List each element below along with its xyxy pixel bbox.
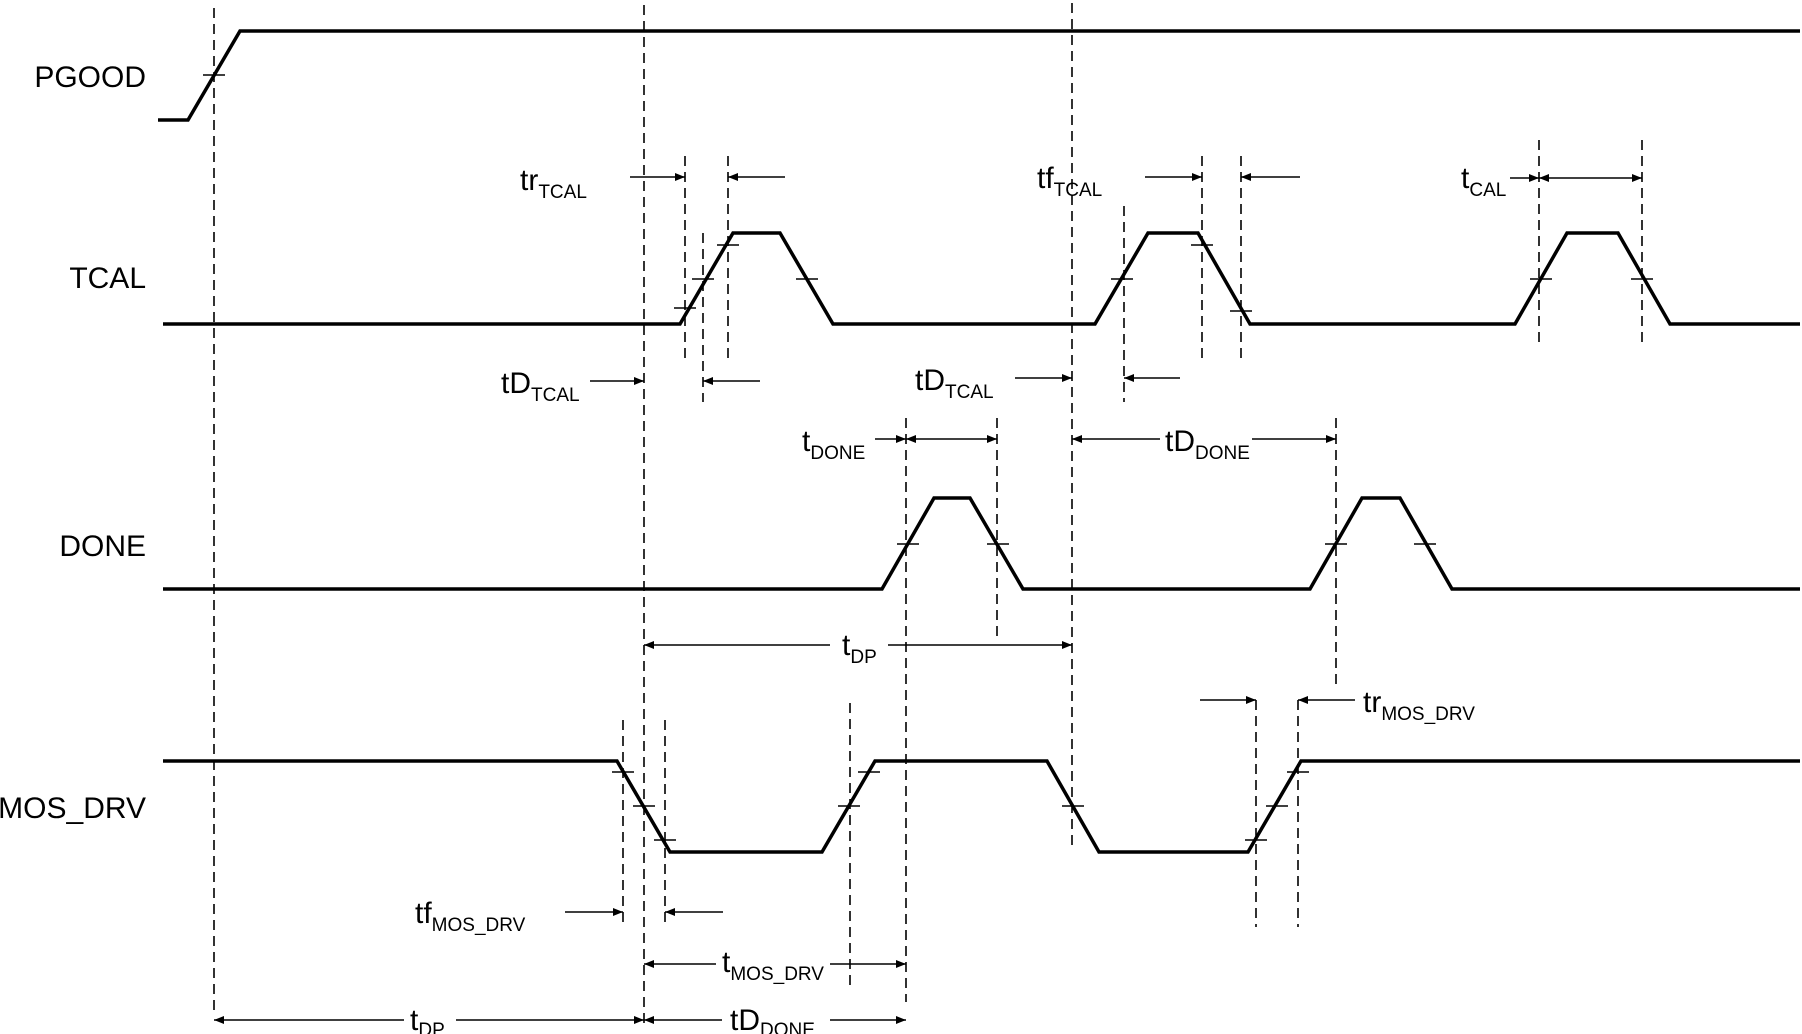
t-done-label: tDONE — [802, 425, 865, 464]
t-dp-label-bottom: tDP — [410, 1004, 445, 1034]
done-label: DONE — [59, 530, 146, 563]
dimension-arrows — [214, 173, 1642, 1024]
tcal-waveform — [163, 231, 1800, 326]
tcal-label: TCAL — [69, 262, 146, 295]
tr-tcal-label: trTCAL — [520, 164, 587, 203]
t-cal-label: tCAL — [1461, 162, 1506, 201]
guide-lines — [213, 3, 1643, 1025]
t-mos-drv-label: tMOS_DRV — [722, 946, 824, 985]
tr-mos-drv-label: trMOS_DRV — [1363, 686, 1475, 725]
td-done-label-upper: tDDONE — [1165, 425, 1250, 464]
pgood-waveform — [158, 29, 1800, 122]
tf-mos-drv-label: tfMOS_DRV — [415, 897, 526, 936]
tf-tcal-label: tfTCAL — [1037, 162, 1102, 201]
mos-drv-label: MOS_DRV — [0, 792, 146, 825]
td-tcal-label-2: tDTCAL — [915, 364, 994, 403]
td-tcal-label-1: tDTCAL — [501, 367, 580, 406]
done-waveform — [163, 496, 1800, 591]
t-dp-label-middle: tDP — [842, 629, 877, 668]
pgood-label: PGOOD — [34, 61, 146, 94]
crossing-ticks — [203, 74, 1653, 841]
td-done-label-bottom: tDDONE — [730, 1004, 815, 1034]
mos-drv-waveform — [163, 759, 1800, 854]
